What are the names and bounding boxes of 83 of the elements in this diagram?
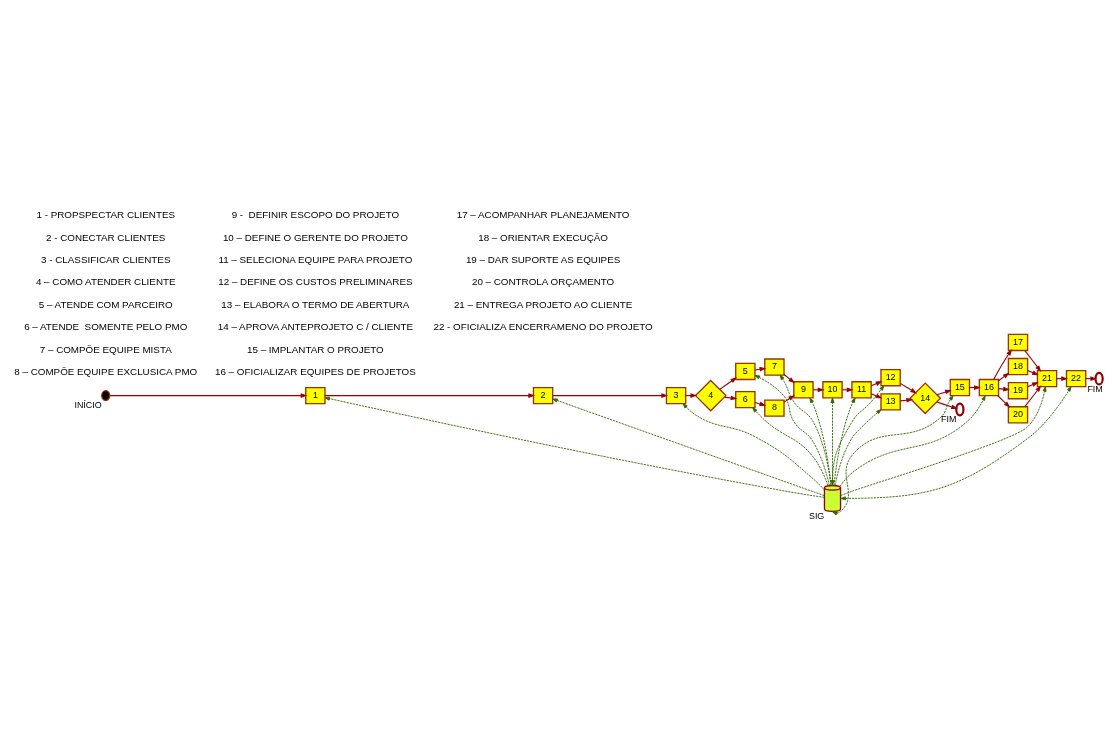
arrow [754,401,767,406]
node-box: 15 [949,378,971,396]
arrow [830,397,835,486]
node-label: INÍCIO [74,399,102,410]
arrow [779,374,832,486]
arrow [682,402,825,490]
arrow [324,392,536,398]
arrow [839,394,986,487]
arrow [109,392,308,398]
node-box: 17 [1007,333,1029,351]
label: 13 – ELABORA O TERMO DE ABERTURA [221,298,410,310]
node-label: SIG [808,510,825,521]
node-circle [101,389,111,401]
arrow [754,366,767,372]
arrow [719,376,738,390]
label: 5 – ATENDE COM PARCEIRO [38,298,173,310]
node-box: 16 [978,378,1000,396]
arrow [783,373,795,383]
node-box: 21 [1036,369,1058,387]
arrow [936,389,952,395]
node-label: FIM [1087,383,1103,394]
arrow [723,395,738,400]
node-box: 8 [764,398,785,417]
node-box: 5 [735,362,756,380]
label: 2 - CONECTAR CLIENTES [46,231,166,243]
node-box: 12 [880,368,901,386]
node-box: 1 [305,386,326,404]
arrow [997,394,1011,408]
node-circle [1094,371,1104,386]
arrow [783,394,796,403]
label: 3 - CLASSIFICAR CLIENTES [41,253,171,265]
arrow [899,397,914,403]
node-box: 9 [793,380,814,399]
label: 7 – COMPÕE EQUIPE MISTA [39,343,172,355]
node-diamond: 4 [694,378,727,412]
arrow [993,348,1013,380]
label: 10 – DEFINE O GERENTE DO PROJETO [222,231,408,243]
node-box: 7 [764,357,785,376]
node-box: 10 [822,380,843,399]
arrow [998,386,1010,391]
arrow [832,394,954,515]
label: 14 – APROVA ANTEPROJETO C / CLIENTE [217,320,413,332]
arrow [830,384,885,485]
node-box: 13 [880,392,901,411]
node-box: 18 [1007,357,1029,375]
arrow [754,374,830,486]
label: 9 - DEFINIR ESCOPO DO PROJETO [231,208,400,220]
arrow [1024,349,1042,372]
label: 22 - OFICIALIZA ENCERRAMENO DO PROJETO [433,320,653,332]
arrow [870,392,883,399]
node-box: 3 [665,386,687,404]
label: 4 – COMO ATENDER CLIENTE [35,275,176,287]
label: 6 – ATENDE SOMENTE PELO PMO [24,320,188,332]
label: 8 – COMPÕE EQUIPE EXCLUSICA PMO [14,365,198,377]
label: 20 – CONTROLA ORÇAMENTO [471,275,615,287]
label: 18 – ORIENTAR EXECUÇÃO [478,231,608,243]
node-label: FIM [941,413,957,424]
arrow [1027,369,1039,375]
arrow [752,406,829,486]
label: 11 – SELECIONA EQUIPE PARA PROJETO [218,253,413,265]
label: 12 – DEFINE OS CUSTOS PRELIMINARES [218,275,413,287]
label: 19 – DAR SUPORTE AS EQUIPES [465,253,621,265]
arrow [834,408,882,486]
label: 21 – ENTREGA PROJETO AO CLIENTE [453,298,633,310]
node-box: 20 [1007,405,1029,424]
label: 16 – OFICIALIZAR EQUIPES DE PROJETOS [214,365,416,377]
node-circle [955,402,965,416]
label: 15 – IMPLANTAR O PROJETO [247,343,384,355]
arrow [809,397,832,486]
node-box: 19 [1007,381,1029,399]
arrow [998,372,1010,381]
arrow [870,380,883,386]
arrow [936,400,958,409]
arrow [552,397,825,496]
label: 1 - PROPSPECTAR CLIENTES [36,208,176,220]
node-box: 6 [735,390,756,408]
node-box: 11 [851,380,872,399]
arrow [899,382,918,394]
node-box: 22 [1065,369,1087,387]
node-box: 2 [532,386,554,404]
label: 17 – ACOMPANHAR PLANEJAMENTO [456,208,630,220]
arrow [833,397,856,486]
arrow [552,392,669,398]
